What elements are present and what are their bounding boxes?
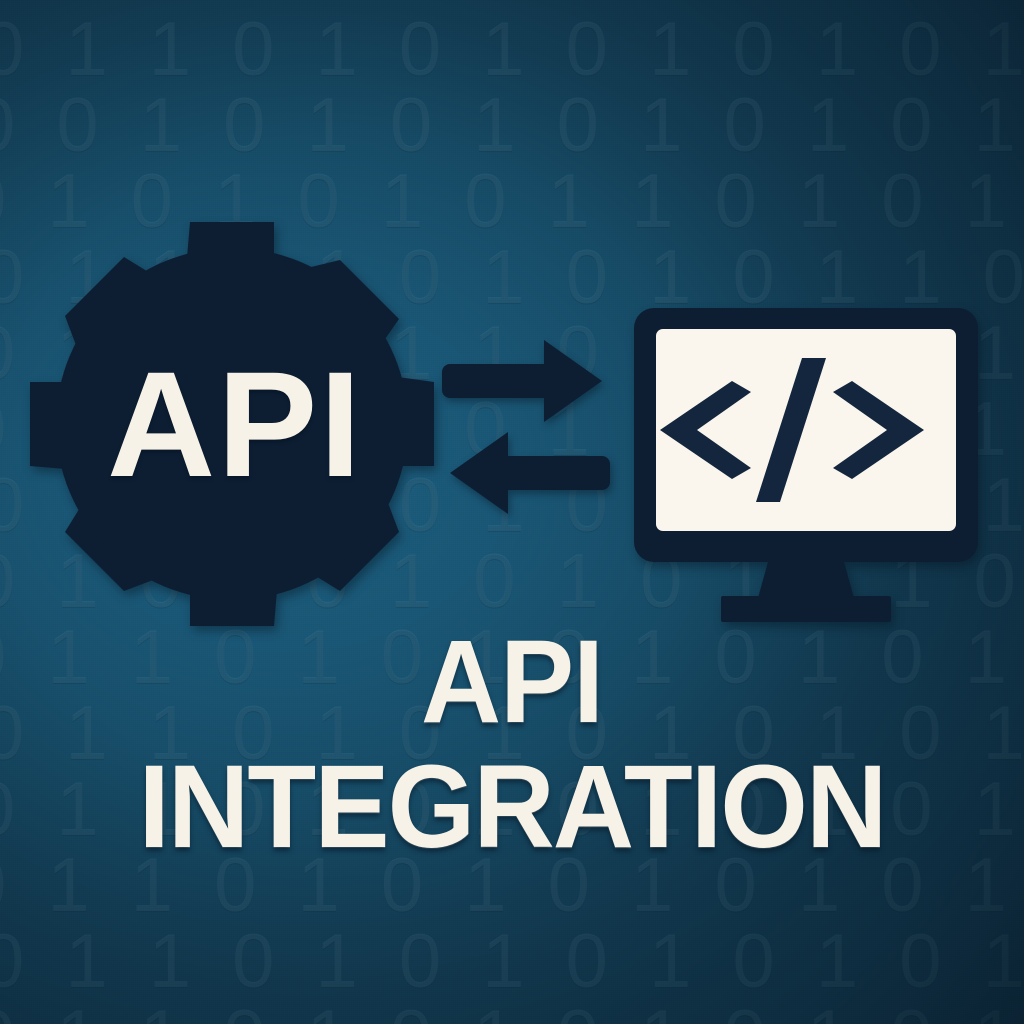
title-line-1: API — [420, 616, 604, 748]
page-title: API INTEGRATION — [0, 616, 1024, 874]
title-line-2: INTEGRATION — [138, 741, 888, 874]
arrow-right-icon — [442, 340, 602, 422]
arrow-left-icon — [450, 432, 610, 514]
code-right-bracket — [833, 381, 924, 479]
monitor-neck — [758, 562, 854, 598]
gear-label: API — [106, 340, 364, 508]
monitor-icon — [626, 302, 986, 628]
gear-icon — [22, 214, 442, 634]
monitor-screen — [656, 329, 956, 531]
exchange-arrows — [440, 336, 612, 518]
monitor-base — [721, 596, 891, 622]
code-slash — [756, 358, 826, 502]
code-left-bracket — [660, 381, 751, 479]
